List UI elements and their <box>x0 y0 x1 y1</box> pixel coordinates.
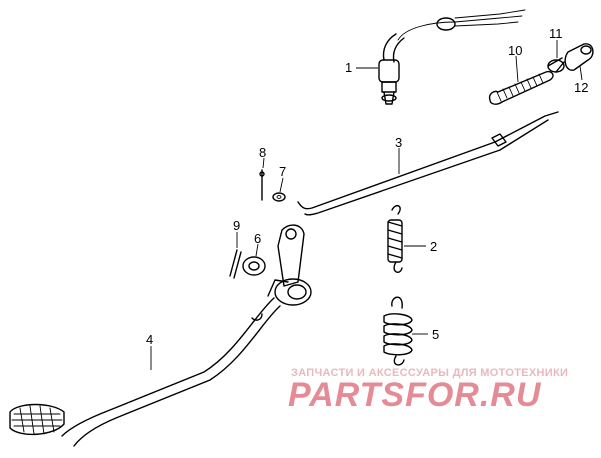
callout-2: 2 <box>430 239 437 254</box>
part-washer-7 <box>272 192 286 202</box>
part-cotter-9 <box>229 249 242 279</box>
callout-9: 9 <box>233 218 240 233</box>
part-collar-11 <box>547 57 565 73</box>
callout-1: 1 <box>345 60 352 75</box>
watermark-brand: PARTSFOR.RU <box>288 376 542 414</box>
part-brake-pedal-4 <box>9 224 312 447</box>
callout-8: 8 <box>259 145 266 160</box>
watermark-subtitle: ЗАПЧАСТИ И АКСЕССУАРЫ ДЛЯ МОТОТЕХНИКИ <box>291 367 568 379</box>
part-pin-8 <box>259 169 265 201</box>
part-spring-5 <box>383 296 413 366</box>
part-brake-switch <box>378 9 526 105</box>
callout-7: 7 <box>279 164 286 179</box>
part-spring-10 <box>488 70 554 105</box>
part-joint-12 <box>564 43 594 71</box>
callout-4: 4 <box>146 332 153 347</box>
part-brake-rod-3 <box>297 111 559 216</box>
part-spring-2 <box>387 204 403 273</box>
callout-12: 12 <box>574 80 588 95</box>
callout-6: 6 <box>254 231 261 246</box>
callout-10: 10 <box>508 43 522 58</box>
callout-labels: 1 2 3 4 5 6 7 8 9 10 11 12 <box>146 26 588 347</box>
callout-3: 3 <box>395 135 402 150</box>
part-washer-6 <box>242 256 266 276</box>
watermark: ЗАПЧАСТИ И АКСЕССУАРЫ ДЛЯ МОТОТЕХНИКИ PA… <box>288 367 568 414</box>
callout-11: 11 <box>549 26 563 41</box>
callout-5: 5 <box>432 327 439 342</box>
